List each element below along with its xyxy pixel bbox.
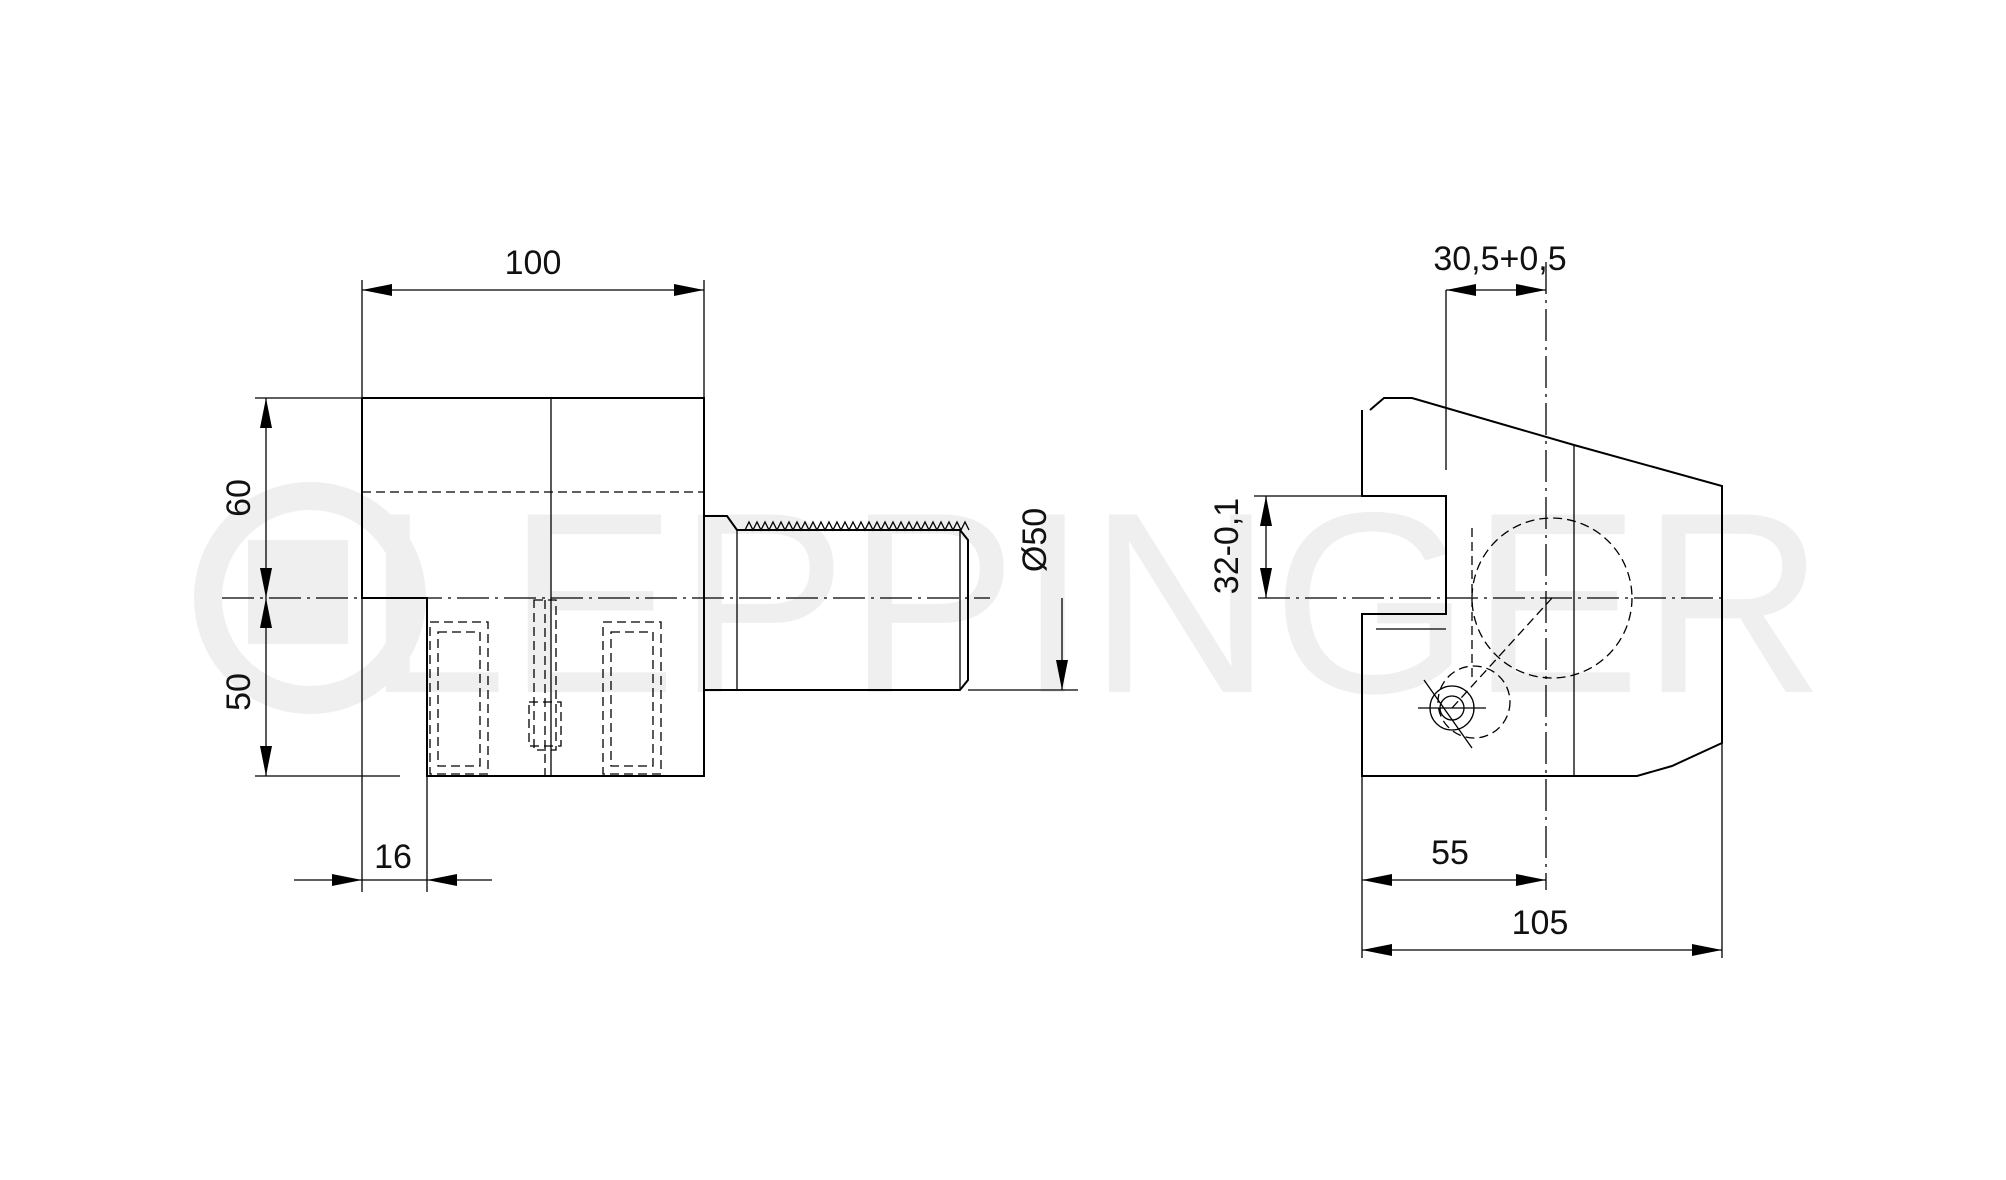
front-dim-top-offset: [1445, 284, 1546, 470]
front-dim-center-distance: [1361, 776, 1546, 958]
front-hidden-bore: [1471, 517, 1633, 680]
side-dim-diameter-label: Ø50: [1016, 508, 1054, 572]
side-shank: [704, 515, 970, 691]
front-dim-total-width-label: 105: [1512, 904, 1569, 942]
front-dim-top-offset-label: 30,5+0,5: [1433, 240, 1566, 278]
side-dim-offset-label: 16: [374, 838, 412, 876]
front-dim-total-width: [1362, 743, 1723, 958]
front-dim-center-distance-label: 55: [1431, 834, 1469, 872]
side-dim-width: [361, 280, 705, 398]
side-view: 100 60 50 Ø50 16: [220, 244, 1078, 892]
watermark: LEPPINGER: [194, 458, 1825, 747]
side-dim-height-upper-label: 60: [220, 479, 258, 517]
front-dim-slot-depth: [1254, 495, 1362, 598]
watermark-text: LEPPINGER: [365, 458, 1825, 747]
side-dim-height-lower-label: 50: [220, 673, 258, 711]
side-hidden-screws: [429, 599, 662, 776]
front-screw-symbol: [1418, 597, 1553, 749]
front-view: 30,5+0,5 32-0,1 55 105: [1208, 240, 1723, 958]
side-dim-offset: [294, 598, 492, 892]
front-body-outline: [1361, 397, 1723, 777]
side-dim-heights: [255, 397, 400, 777]
side-dim-diameter: [968, 598, 1078, 691]
front-dim-slot-depth-label: 32-0,1: [1208, 498, 1246, 594]
side-dim-width-label: 100: [505, 244, 562, 282]
